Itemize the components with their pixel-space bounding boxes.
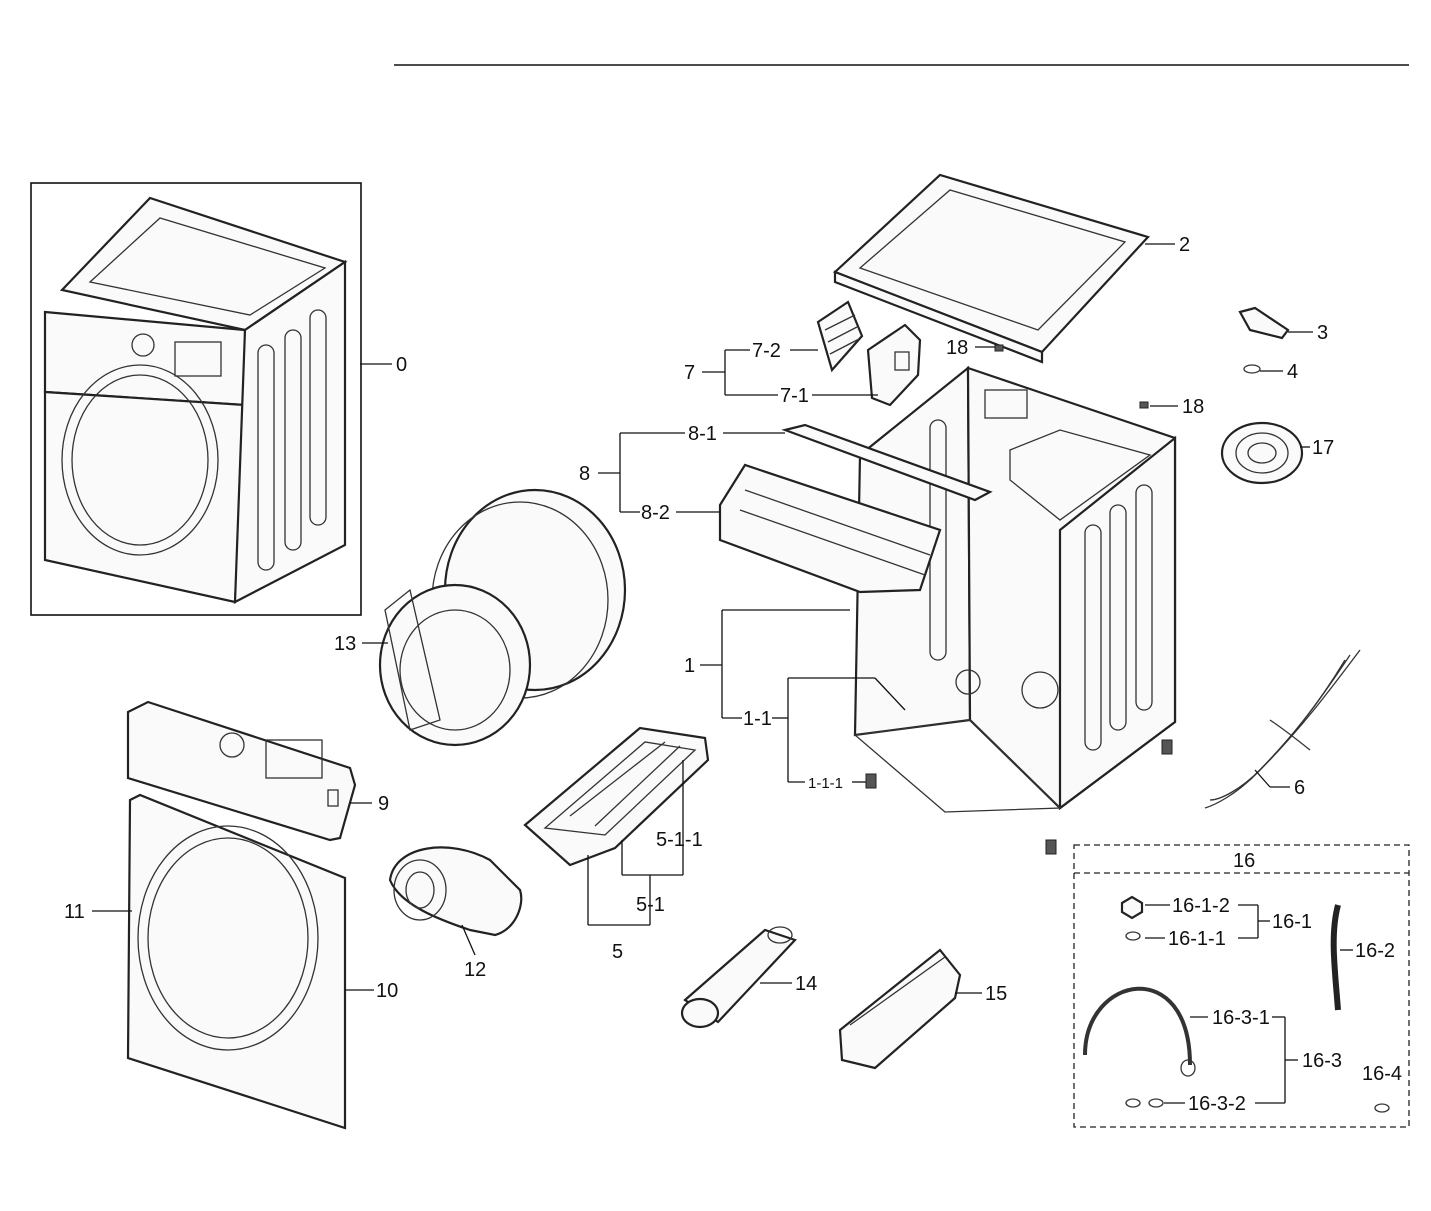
callout-17: 17 xyxy=(1312,437,1334,459)
leader-lines xyxy=(92,243,1353,1104)
callout-14: 14 xyxy=(795,973,817,995)
callout-16-3-2: 16-3-2 xyxy=(1188,1093,1246,1115)
callout-7: 7 xyxy=(684,362,695,384)
callout-18-right: 18 xyxy=(1182,396,1204,418)
heater-illustration xyxy=(838,948,962,1070)
callout-16-3-1: 16-3-1 xyxy=(1212,1007,1270,1029)
callout-9: 9 xyxy=(378,793,389,815)
callout-16-2: 16-2 xyxy=(1355,940,1395,962)
callout-2: 2 xyxy=(1179,234,1190,256)
callout-0: 0 xyxy=(396,354,407,376)
wire-harness-illustration xyxy=(1204,649,1361,809)
callout-16-4: 16-4 xyxy=(1362,1063,1402,1085)
lint-filter-illustration xyxy=(523,726,710,867)
callout-7-1: 7-1 xyxy=(780,385,809,407)
callout-5-1-1: 5-1-1 xyxy=(656,829,703,851)
leveling-feet-illustration xyxy=(865,739,1173,855)
callout-18-top: 18 xyxy=(946,337,968,359)
callout-5-1: 5-1 xyxy=(636,894,665,916)
callout-13: 13 xyxy=(334,633,356,655)
duct-illustration xyxy=(680,926,797,1029)
callout-5: 5 xyxy=(612,941,623,963)
callout-16-1: 16-1 xyxy=(1272,911,1312,933)
callout-8-1: 8-1 xyxy=(688,423,717,445)
callout-7-2: 7-2 xyxy=(752,340,781,362)
callout-12: 12 xyxy=(464,959,486,981)
callout-8: 8 xyxy=(579,463,590,485)
callout-1-1-1: 1-1-1 xyxy=(808,775,843,792)
callout-labels: 0 2 3 4 17 18 18 7 7-2 7-1 8 8-1 8-2 1 1… xyxy=(64,234,1402,1115)
callout-16-1-2: 16-1-2 xyxy=(1172,895,1230,917)
control-bracket-illustration xyxy=(718,423,993,594)
assembled-dryer-illustration xyxy=(30,182,362,616)
drum-illustration xyxy=(378,488,627,747)
callout-1-1: 1-1 xyxy=(743,708,772,730)
callout-1: 1 xyxy=(684,655,695,677)
front-panel-illustration xyxy=(126,793,347,1130)
blower-illustration xyxy=(388,846,523,937)
callout-4: 4 xyxy=(1287,361,1298,383)
callout-10: 10 xyxy=(376,980,398,1002)
filter-housing-illustration xyxy=(816,300,922,407)
callout-16-1-1: 16-1-1 xyxy=(1168,928,1226,950)
callout-6: 6 xyxy=(1294,777,1305,799)
control-panel-illustration xyxy=(126,700,357,842)
callout-11: 11 xyxy=(64,901,85,923)
callout-16-3: 16-3 xyxy=(1302,1050,1342,1072)
callout-8-2: 8-2 xyxy=(641,502,670,524)
callout-15: 15 xyxy=(985,983,1007,1005)
hose-kit-box xyxy=(1073,844,1410,1128)
callout-16: 16 xyxy=(1233,850,1255,872)
top-panel-illustration xyxy=(832,173,1151,364)
misc-small-parts-illustration xyxy=(1220,306,1304,485)
callout-3: 3 xyxy=(1317,322,1328,344)
